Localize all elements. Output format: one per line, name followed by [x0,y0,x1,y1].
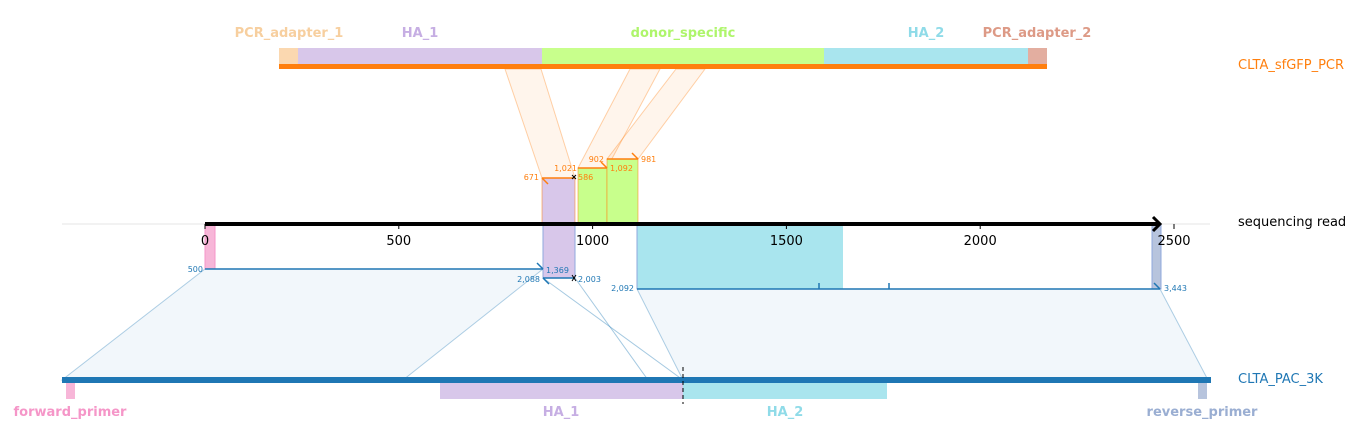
bottom-alignment-marks [571,274,577,282]
align-label: 1,369 [546,266,569,275]
align-label: 1,021 [554,164,577,173]
axis-tick-label: 1000 [576,234,609,249]
top-alignment-brackets [541,152,639,185]
bottom-connections [60,268,1209,381]
top-alignment-labels: 671 1,021 586 902 1,092 981 [524,155,657,182]
read-axis: 0 500 1000 1500 2000 2500 [201,224,1191,249]
align-label: 2,003 [578,275,601,284]
top-label-pcr-adapter-2: PCR_adapter_2 [982,26,1092,41]
top-label-ha-2: HA_2 [907,26,945,41]
axis-tick-label: 1500 [770,234,803,249]
read-block-donor-2 [606,158,639,225]
bottom-label-ha-2: HA_2 [766,405,804,420]
read-block-ha-1 [541,177,576,225]
axis-tick-label: 0 [201,234,209,249]
bottom-alignment-brackets [205,262,1161,290]
bottom-track-label: CLTA_PAC_3K [1238,372,1323,387]
top-track [279,48,1047,69]
top-feature-donor-specific [542,48,824,66]
align-label: 902 [589,155,604,164]
align-label: 500 [188,265,203,274]
top-feature-pcr-adapter-1 [279,48,298,66]
top-feature-ha-2 [824,48,1028,66]
bottom-feature-ha-2 [683,382,887,399]
top-feature-ha-1 [298,48,542,66]
top-alignment-marks [571,174,577,180]
bottom-label-reverse-primer: reverse_primer [1146,405,1258,420]
bottom-alignment-labels: 500 1,369 2,088 2,003 2,092 3,443 [188,265,1187,293]
read-track-label: sequencing read [1238,215,1347,230]
top-label-donor-specific: donor_specific [630,26,736,41]
bottom-track [62,367,1211,404]
top-track-label: CLTA_sfGFP_PCR [1238,58,1345,73]
read-top-blocks [541,158,639,225]
read-arrow [205,215,1163,233]
bottom-label-ha-1: HA_1 [542,405,580,420]
axis-tick-label: 2500 [1157,234,1190,249]
top-label-pcr-adapter-1: PCR_adapter_1 [234,26,344,41]
align-label: 671 [524,173,539,182]
read-block-ha-2 [637,224,843,289]
align-label: 1,092 [610,164,633,173]
top-track-bar [279,64,1047,69]
bottom-feature-reverse-primer [1198,382,1207,399]
bottom-feature-forward-primer [66,382,75,399]
top-connections [504,68,706,179]
top-feature-pcr-adapter-2 [1028,48,1047,66]
align-label: 586 [578,173,593,182]
align-label: 2,092 [611,284,634,293]
align-label: 2,088 [517,275,540,284]
bottom-feature-ha-1 [440,382,683,399]
align-label: 3,443 [1164,284,1187,293]
align-label: 981 [641,155,656,164]
axis-tick-label: 2000 [964,234,997,249]
bottom-label-forward-primer: forward_primer [13,405,127,420]
axis-tick-label: 500 [386,234,411,249]
read-bottom-blocks [204,223,1162,290]
top-label-ha-1: HA_1 [401,26,439,41]
bottom-track-bar [62,377,1211,383]
